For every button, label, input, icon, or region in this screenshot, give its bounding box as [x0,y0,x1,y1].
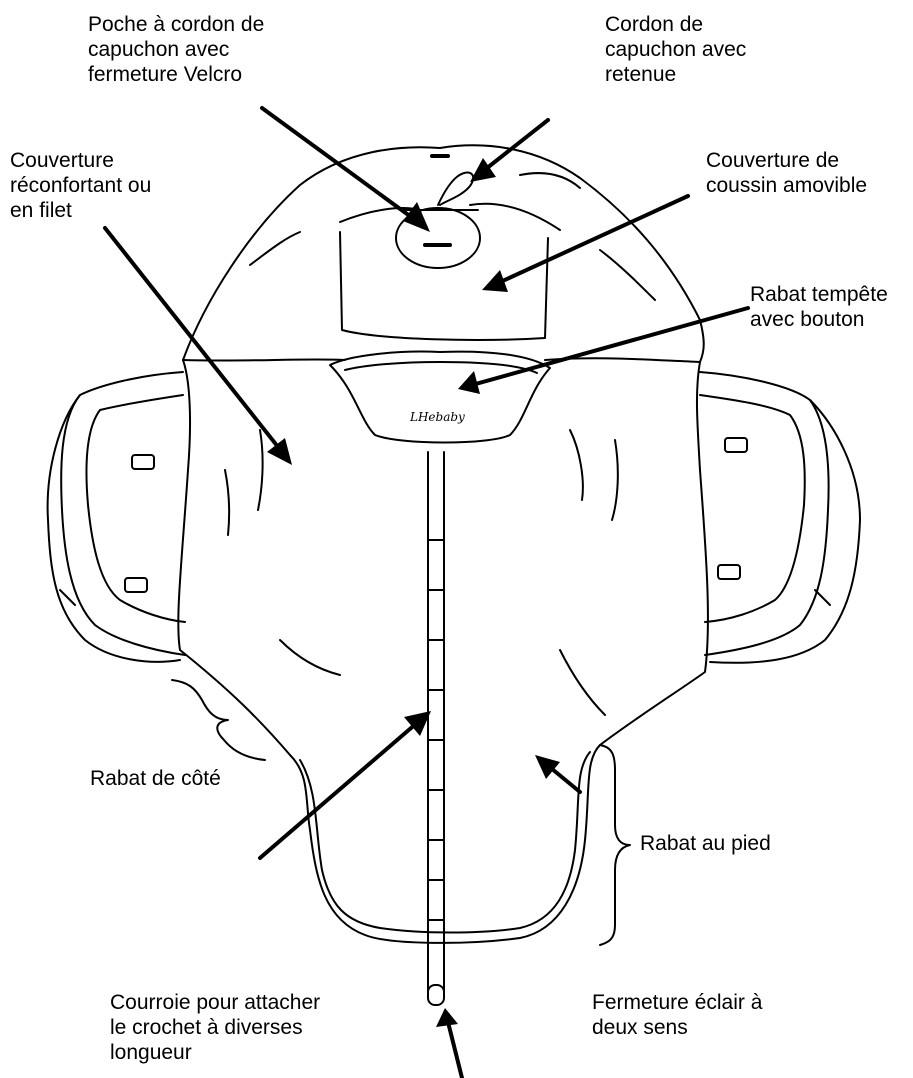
right-buckle-upper [725,438,747,452]
right-wing [700,372,829,655]
arrow-hood-pocket [262,108,418,222]
label-foot-flap: Rabat au pied [640,831,771,856]
label-hood-pocket: Poche à cordon de capuchon avec fermetur… [88,12,264,87]
hood-inner-fold [340,204,560,230]
label-storm-flap: Rabat tempête avec bouton [750,282,888,332]
foot-flap-brace [600,745,630,945]
arrow-cushion-cover [496,196,688,284]
hood-wrinkles [250,173,655,300]
label-zipper: Fermeture éclair à deux sens [592,990,762,1040]
label-comfort-cover: Couverture réconfortant ou en filet [10,148,151,223]
label-cushion-cover: Couverture de coussin amovible [706,148,867,198]
hood-outline [183,145,704,362]
blanket-wrinkles [225,430,618,715]
right-buckle-lower [718,565,740,579]
arrow-strap [260,722,418,858]
left-buckle-lower [125,578,147,592]
arrow-hook [448,1022,462,1078]
label-hood-cord: Cordon de capuchon avec retenue [605,12,746,87]
brand-logo: LHebaby [410,410,465,424]
label-side-flap: Rabat de côté [90,766,221,791]
cushion-cover-outline [340,232,548,340]
hood-cord [438,173,473,205]
left-wing [61,372,185,655]
strap-hook [428,985,444,1005]
label-strap: Courroie pour attacher le crochet à dive… [110,990,320,1065]
left-buckle-upper [132,455,154,469]
storm-flap [330,352,550,443]
side-flap-brace [172,680,265,760]
